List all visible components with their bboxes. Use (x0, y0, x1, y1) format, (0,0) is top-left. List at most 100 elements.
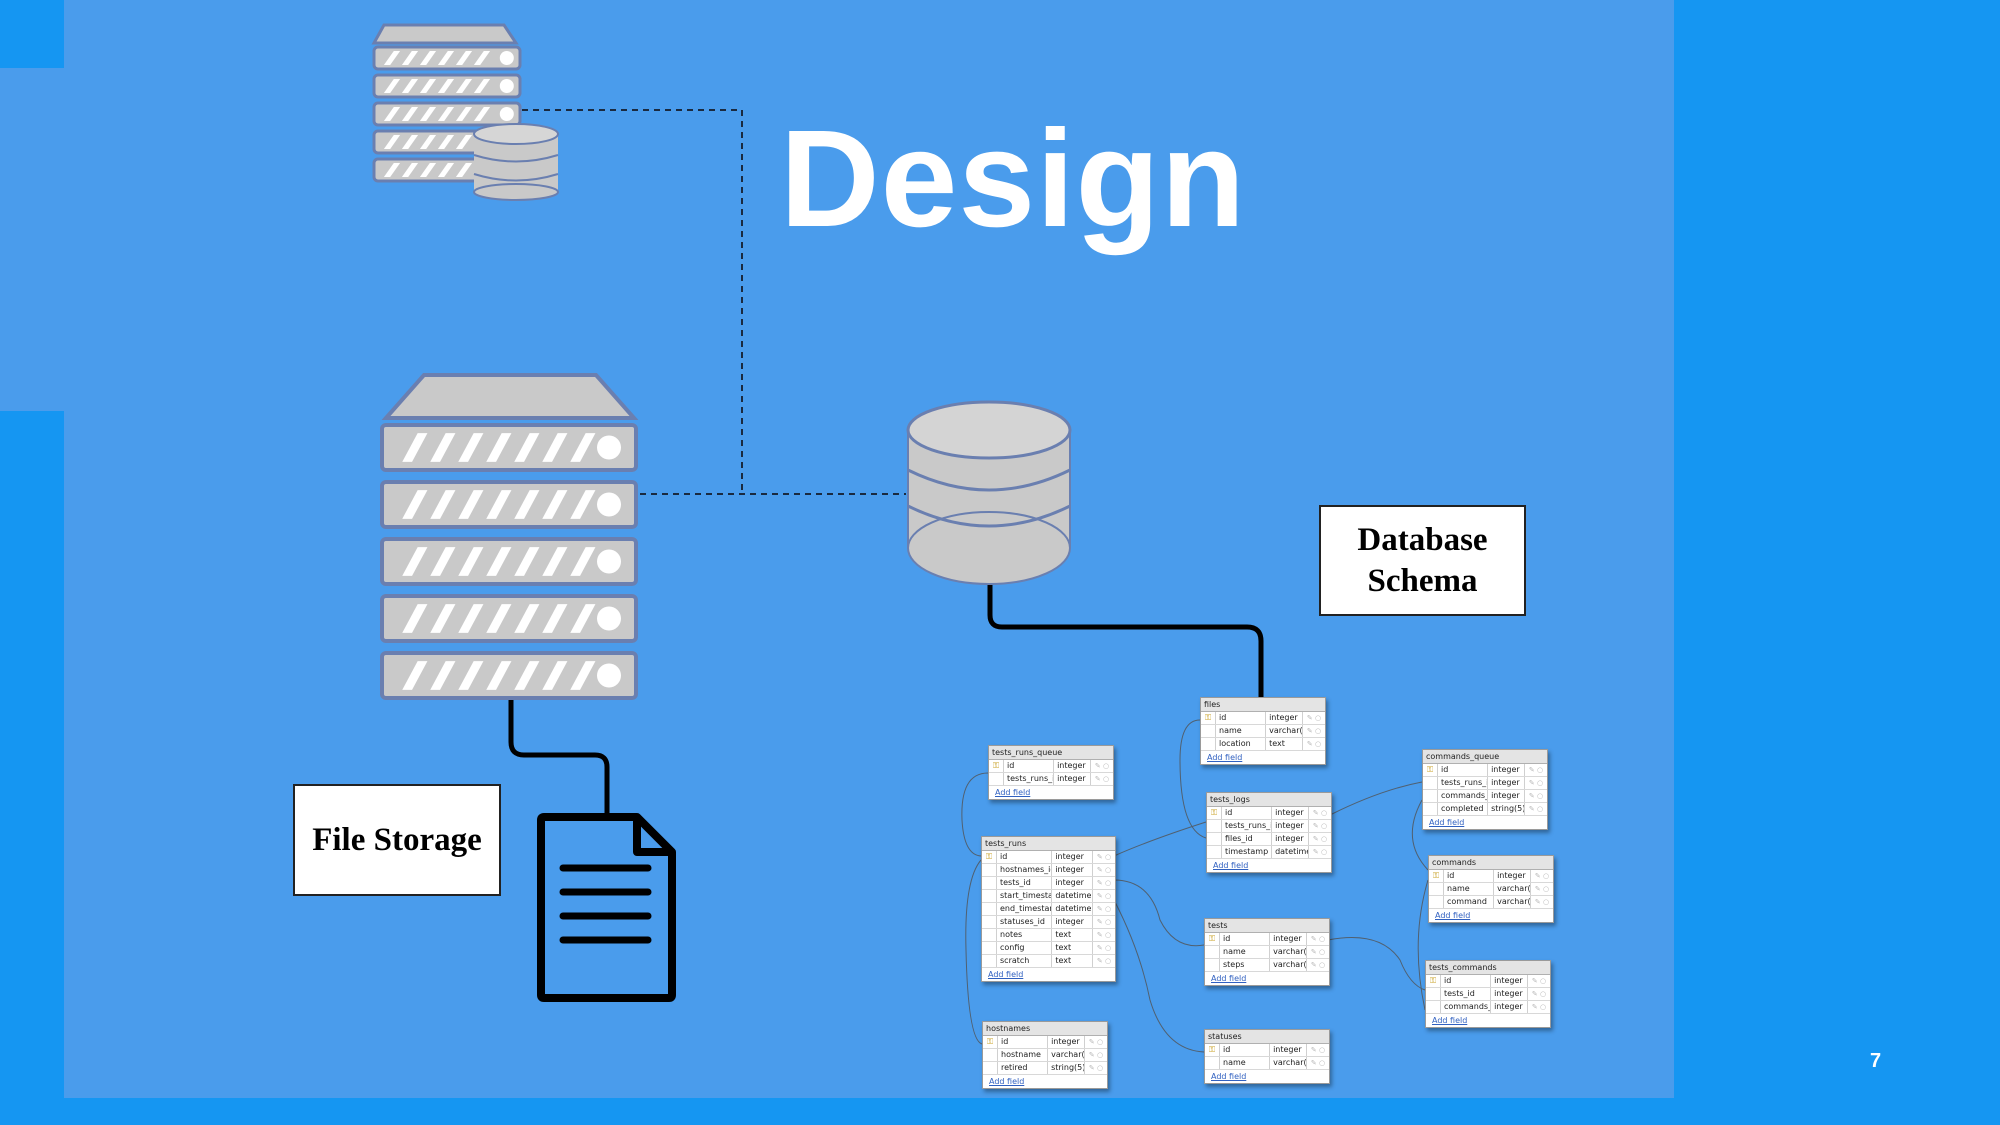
server-slash (383, 78, 401, 94)
field-name: scratch (997, 955, 1053, 967)
field-type: string(5) (1488, 803, 1525, 815)
field-spacer (1423, 803, 1438, 815)
server-led (597, 492, 621, 517)
field-name: files_id (1222, 833, 1273, 845)
edit-icon: ✎ ○ (1312, 822, 1328, 830)
field-type: integer (1052, 864, 1093, 876)
dashed-connector-small-server (522, 109, 743, 494)
field-name: id (1438, 764, 1489, 776)
field-type: integer (1488, 777, 1525, 789)
field-spacer (982, 903, 997, 915)
edit-icon: ✎ ○ (1534, 898, 1550, 906)
edit-icon: ✎ ○ (1094, 762, 1110, 770)
field-name: commands_id (1441, 1001, 1492, 1013)
slide-title: Design (780, 102, 1247, 256)
field-spacer (1205, 946, 1220, 958)
field-name: end_timestamp (997, 903, 1053, 915)
edit-icon: ✎ ○ (1531, 1003, 1547, 1011)
field-type: integer (1488, 790, 1525, 802)
server-slash (430, 433, 456, 462)
server-slash (419, 50, 437, 66)
field-type: text (1052, 955, 1093, 967)
server-slash (486, 547, 512, 576)
field-spacer (1201, 738, 1216, 750)
add-field-link: Add field (1207, 753, 1243, 762)
server-slash (473, 78, 491, 94)
field-type: integer (1048, 1036, 1085, 1048)
server-slash (419, 106, 437, 122)
field-type: string(5) (1048, 1062, 1085, 1074)
database-icon (906, 400, 1072, 585)
server-slash (419, 162, 437, 178)
schema-relations (961, 719, 1429, 1053)
field-name: tests_runs_id (1438, 777, 1489, 789)
field-spacer (982, 942, 997, 954)
field-name: commands_id (1438, 790, 1489, 802)
file-storage-label: File Storage (293, 784, 501, 896)
edit-icon: ✎ ○ (1096, 957, 1112, 965)
server-slash (458, 490, 484, 519)
server-slash (383, 162, 401, 178)
server-slash (402, 547, 428, 576)
field-name: id (1222, 807, 1273, 819)
server-led (499, 51, 514, 65)
server-slash (514, 433, 540, 462)
server-slash (542, 661, 568, 690)
field-spacer (1205, 959, 1220, 971)
server-slash (383, 106, 401, 122)
field-name: tests_id (1441, 988, 1492, 1000)
field-type: integer (1270, 933, 1307, 945)
field-spacer (982, 916, 997, 928)
edit-icon: ✎ ○ (1096, 892, 1112, 900)
field-spacer (982, 929, 997, 941)
field-spacer (1423, 777, 1438, 789)
server-slash (401, 78, 419, 94)
server-slash (437, 134, 455, 150)
field-name: id (1216, 712, 1267, 724)
add-field-link: Add field (1213, 861, 1249, 870)
edit-icon: ✎ ○ (1531, 977, 1547, 985)
connector-db-to-schema (987, 585, 1264, 697)
field-name: notes (997, 929, 1053, 941)
field-type: integer (1270, 1044, 1307, 1056)
field-type: integer (1272, 807, 1309, 819)
server-slash (383, 134, 401, 150)
edit-icon: ✎ ○ (1096, 918, 1112, 926)
add-field-link: Add field (1211, 974, 1247, 983)
field-name: id (1004, 760, 1055, 772)
schema-table-name: tests (1205, 919, 1329, 933)
field-name: name (1220, 946, 1271, 958)
field-type: text (1266, 738, 1303, 750)
key-icon: ⚿ (1429, 870, 1444, 882)
server-led (499, 107, 514, 121)
server-slash (455, 50, 473, 66)
field-spacer (1426, 1001, 1441, 1013)
field-name: id (1220, 933, 1271, 945)
server-slash (514, 490, 540, 519)
field-type: varchar(255) (1048, 1049, 1085, 1061)
server-slash (401, 106, 419, 122)
server-slash (486, 433, 512, 462)
server-slash (458, 547, 484, 576)
edit-icon: ✎ ○ (1528, 792, 1544, 800)
server-stack-icon (380, 373, 639, 700)
server-slash (486, 661, 512, 690)
